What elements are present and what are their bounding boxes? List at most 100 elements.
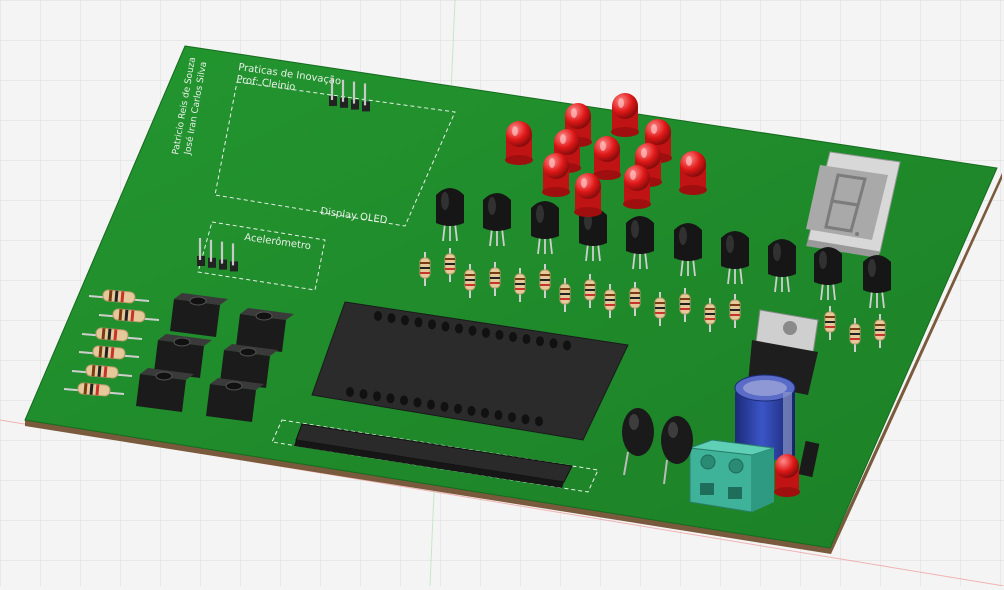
accelerometer-outline: [197, 221, 326, 291]
mcu-pin-bottom: [454, 403, 462, 414]
mcu-pin-bottom: [386, 393, 395, 404]
red-led: [574, 173, 602, 217]
transistor: [531, 201, 559, 255]
mcu-pin-top: [549, 338, 558, 349]
resistor: [679, 288, 691, 322]
red-led: [679, 151, 707, 195]
transistor: [768, 239, 796, 293]
mcu-pin-bottom: [413, 397, 422, 408]
mcu-pin-top: [428, 319, 436, 330]
mcu-pin-bottom: [508, 412, 516, 423]
mcu-pin-bottom: [373, 391, 381, 402]
red-led: [505, 121, 533, 165]
mcu-pin-bottom: [346, 387, 354, 397]
transistor: [721, 231, 749, 285]
resistor: [444, 248, 456, 282]
mcu-pin-top: [536, 336, 544, 347]
header-block: [197, 256, 205, 266]
transistor: [626, 216, 654, 270]
transistor-array: [436, 188, 891, 309]
mcu-pin-bottom: [440, 401, 449, 412]
display-outline: [214, 81, 456, 227]
transistor: [863, 255, 891, 309]
diode-1: [622, 408, 654, 476]
mcu-pin-top: [441, 321, 450, 332]
resistor: [81, 327, 143, 342]
red-led: [593, 136, 621, 180]
resistor: [88, 289, 150, 304]
resistor-array: [63, 248, 886, 397]
transistor: [483, 193, 511, 247]
led-array: [505, 93, 800, 497]
resistor: [584, 274, 596, 308]
accelerometer-header: [197, 238, 238, 272]
mcu-pin-top: [455, 323, 463, 334]
resistor: [464, 264, 476, 298]
resistor: [654, 292, 666, 326]
red-led: [542, 153, 570, 197]
electrolytic-capacitor: [734, 374, 796, 460]
mcu-pin-top: [563, 340, 571, 351]
red-led: [611, 93, 639, 137]
mcu-pin-bottom: [494, 410, 503, 421]
header-block: [219, 259, 227, 270]
seven-segment-display: [806, 151, 901, 258]
push-button: [170, 293, 228, 337]
push-button: [236, 308, 294, 352]
resistor: [824, 306, 836, 340]
mcu-pin-top: [401, 315, 409, 326]
mcu-pin-bottom: [521, 414, 530, 425]
mcu-pin-bottom: [427, 399, 435, 410]
transistor: [436, 188, 464, 242]
resistor: [514, 268, 526, 302]
push-button: [136, 368, 194, 412]
power-led: [774, 454, 800, 497]
resistor: [71, 364, 133, 379]
push-button: [206, 378, 264, 422]
resistor: [704, 298, 716, 332]
mcu-pin-top: [482, 327, 490, 338]
long-pin-header-side: [294, 440, 564, 488]
resistor: [729, 294, 741, 328]
microcontroller-module: [311, 301, 629, 441]
header-block: [230, 261, 238, 272]
header-block: [351, 99, 359, 110]
resistor: [539, 264, 551, 298]
resistor: [489, 262, 501, 296]
small-connector: [798, 440, 820, 478]
resistor: [98, 308, 160, 323]
mcu-pin-top: [522, 334, 531, 345]
screw-terminal: [689, 439, 775, 513]
mcu-pin-bottom: [481, 408, 489, 418]
mcu-pin-bottom: [359, 389, 368, 400]
button-array: [136, 293, 294, 422]
header-block: [340, 97, 348, 108]
red-led: [623, 165, 651, 209]
resistor: [419, 252, 431, 286]
diode-2: [661, 416, 693, 485]
mcu-pin-top: [509, 332, 517, 342]
push-button: [220, 344, 278, 388]
push-button: [154, 334, 212, 378]
mcu-pin-top: [414, 317, 423, 328]
mcu-pin-top: [374, 311, 382, 321]
mcu-pin-top: [387, 313, 396, 324]
transistor: [814, 247, 842, 301]
resistor: [874, 314, 886, 348]
transistor: [674, 223, 702, 277]
resistor: [559, 278, 571, 312]
mcu-pin-top: [495, 329, 504, 340]
header-block: [329, 96, 337, 106]
header-block: [362, 101, 370, 112]
mcu-pin-bottom: [535, 416, 543, 427]
resistor: [604, 284, 616, 318]
resistor: [629, 282, 641, 316]
resistor: [63, 382, 125, 397]
mcu-pin-bottom: [467, 405, 476, 416]
header-block: [208, 257, 216, 268]
resistor: [849, 318, 861, 352]
mcu-pin-top: [468, 325, 477, 336]
resistor: [78, 345, 140, 360]
